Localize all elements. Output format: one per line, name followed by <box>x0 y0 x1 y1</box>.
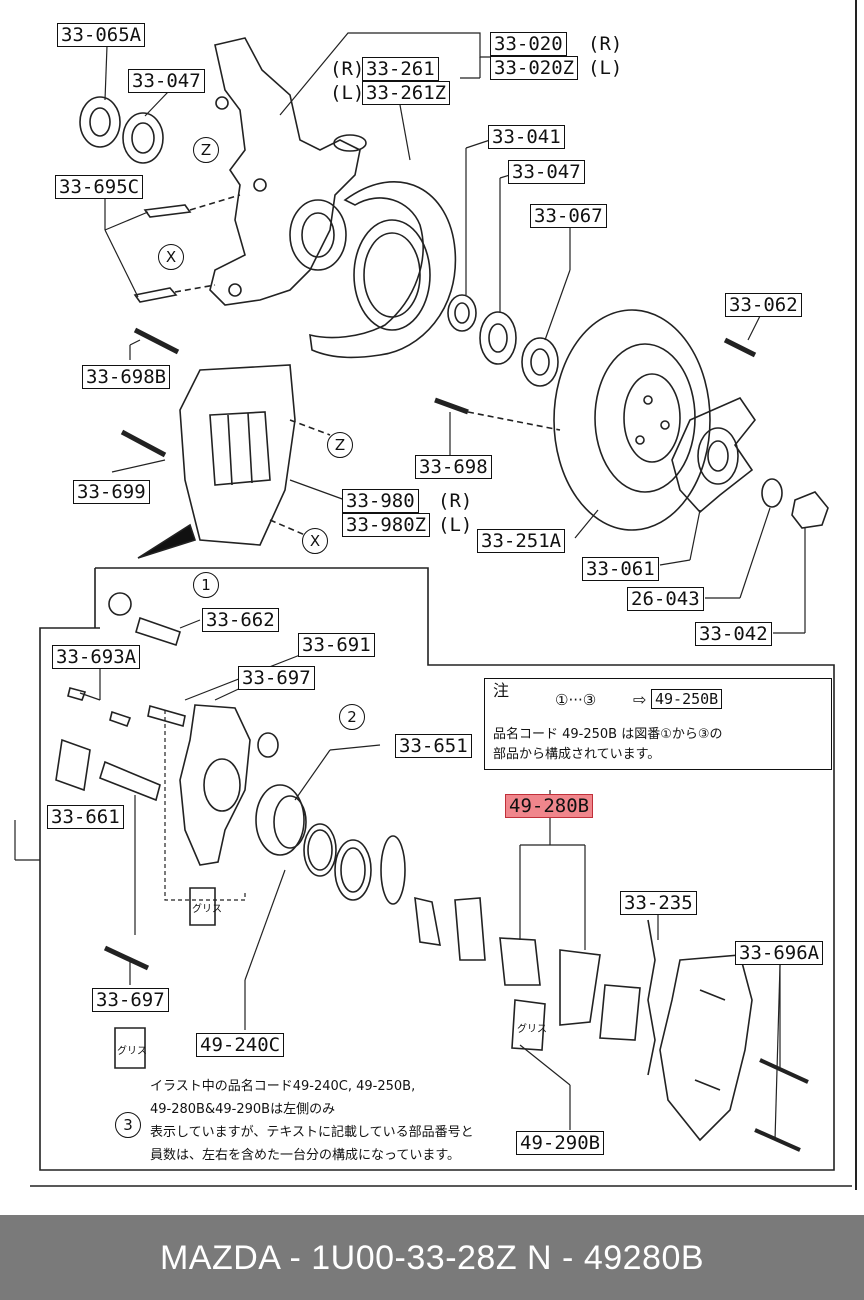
part-label-33-065A: 33-065A <box>57 23 146 47</box>
part-label-33-651: 33-651 <box>395 734 472 758</box>
part-label-33-980: 33-980 <box>342 489 419 513</box>
grease-tag-lower: グリス <box>117 1046 147 1057</box>
part-label-33-047-a: 33-047 <box>128 69 205 93</box>
caliper-body-drawing <box>179 704 251 866</box>
part-label-33-251A: 33-251A <box>477 529 566 553</box>
brake-disc-drawing <box>553 309 711 531</box>
part-label-33-691: 33-691 <box>298 633 375 657</box>
side-l-33-020Z: (L) <box>588 57 623 79</box>
steering-knuckle-drawing <box>209 37 367 306</box>
part-label-33-662: 33-662 <box>202 608 279 632</box>
callout-z-lower: Z <box>327 432 353 458</box>
part-label-33-699: 33-699 <box>73 480 150 504</box>
callout-1: 1 <box>193 572 219 598</box>
caption-footer: MAZDA - 1U00-33-28Z N - 49280B <box>0 1215 864 1300</box>
part-label-33-061: 33-061 <box>582 557 659 581</box>
part-label-49-290B: 49-290B <box>516 1131 605 1155</box>
kit-composition-note: 注 ①···③ ⇨ 49-250B 品名コード 49-250B は図番①から③の… <box>484 678 832 770</box>
callout-3: 3 <box>115 1112 141 1138</box>
dust-shield-drawing <box>309 181 457 359</box>
bottom-note-line-4: 員数は、左右を含めた一台分の構成になっています。 <box>150 1148 461 1163</box>
part-label-33-020: 33-020 <box>490 32 567 56</box>
part-label-33-693A: 33-693A <box>52 645 141 669</box>
note-heading: 注 <box>493 681 510 700</box>
callout-2: 2 <box>339 704 365 730</box>
wheel-hub-drawing <box>671 396 756 514</box>
callout-x-upper: X <box>158 244 184 270</box>
caliper-bracket-drawing <box>659 954 753 1142</box>
note-callout-range: ①···③ <box>555 691 597 709</box>
bottom-note-line-2: 49-280B&49-290Bは左側のみ <box>150 1102 336 1117</box>
note-kit-ref: 49-250B <box>651 689 723 709</box>
part-label-33-980Z: 33-980Z <box>342 513 431 537</box>
part-label-33-261: 33-261 <box>362 57 439 81</box>
part-label-49-240C: 49-240C <box>196 1033 285 1057</box>
part-caption: MAZDA - 1U00-33-28Z N - 49280B <box>159 1239 705 1277</box>
note-arrow: ⇨ <box>633 690 647 709</box>
part-label-33-062: 33-062 <box>725 293 802 317</box>
grease-tag-upper: グリス <box>192 904 222 915</box>
part-label-49-280B-highlighted[interactable]: 49-280B <box>505 794 594 818</box>
bottom-note-line-3: 表示していますが、テキストに記載している部品番号と <box>150 1125 474 1140</box>
side-r-33-020: (R) <box>588 33 623 55</box>
grease-tag-pad: グリス <box>517 1024 547 1035</box>
part-label-33-696A: 33-696A <box>735 941 824 965</box>
part-label-33-698: 33-698 <box>415 455 492 479</box>
part-label-33-041: 33-041 <box>488 125 565 149</box>
note-line-3: 部品から構成されています。 <box>493 747 661 762</box>
part-label-33-235: 33-235 <box>620 891 697 915</box>
part-label-33-047-b: 33-047 <box>508 160 585 184</box>
part-label-33-697-b: 33-697 <box>92 988 169 1012</box>
part-label-33-067: 33-067 <box>530 204 607 228</box>
part-label-33-261Z: 33-261Z <box>362 81 451 105</box>
side-r-33-980: (R) <box>438 490 473 512</box>
side-l-33-261Z: (L) <box>330 82 365 104</box>
part-label-33-695C: 33-695C <box>55 175 144 199</box>
part-label-26-043: 26-043 <box>627 587 704 611</box>
part-label-33-698B: 33-698B <box>82 365 171 389</box>
callout-z-upper: Z <box>193 137 219 163</box>
bottom-note-line-1: イラスト中の品名コード49-240C, 49-250B, <box>150 1079 416 1094</box>
parts-diagram: Z X Z X 1 2 3 33-065A 33-047 33-020 33-0… <box>14 0 857 1190</box>
part-label-33-042: 33-042 <box>695 622 772 646</box>
part-label-33-020Z: 33-020Z <box>490 56 579 80</box>
caliper-assembly-drawing <box>179 364 296 546</box>
part-label-33-697-a: 33-697 <box>238 666 315 690</box>
side-r-33-261: (R) <box>330 58 365 80</box>
side-l-33-980Z: (L) <box>438 514 473 536</box>
note-line-2: 品名コード 49-250B は図番①から③の <box>493 727 723 742</box>
callout-x-lower: X <box>302 528 328 554</box>
part-label-33-661: 33-661 <box>47 805 124 829</box>
